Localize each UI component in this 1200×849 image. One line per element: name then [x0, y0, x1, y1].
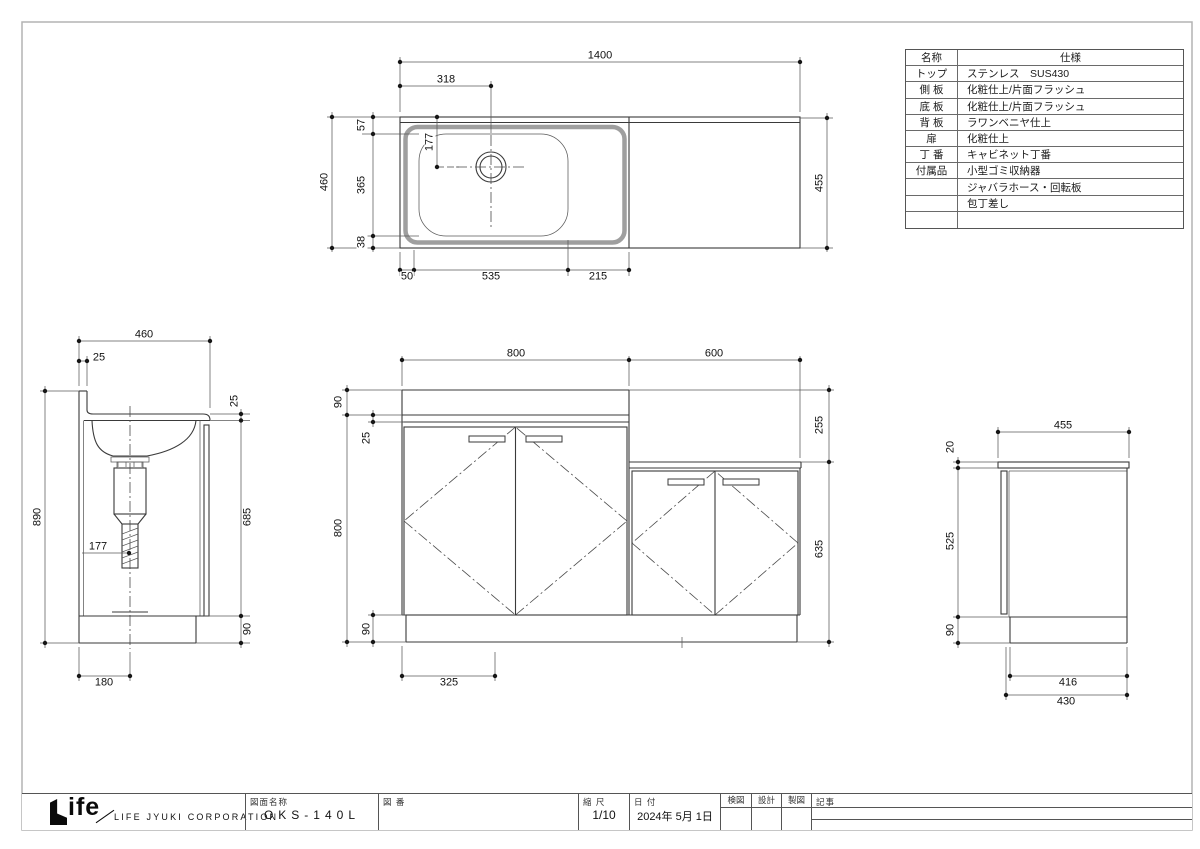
- dim-front-door-center: 325: [438, 676, 460, 689]
- spec-row-label: [906, 211, 958, 228]
- countertop-section: [997, 461, 1130, 469]
- dim-plan-overall-width: 1400: [586, 49, 614, 62]
- dim-front-right-drop: 255: [813, 414, 826, 436]
- door-handle: [468, 435, 506, 443]
- dim-front-counter-gap: 25: [360, 430, 373, 446]
- drawing-name-label: 図面名称: [250, 797, 289, 807]
- design-cell: 設計: [751, 794, 781, 830]
- spec-row-value: 包丁差し: [958, 196, 1183, 212]
- door-panel-section: [1000, 470, 1008, 615]
- drawing-name-cell: 図面名称 OKS-140L: [245, 794, 378, 830]
- dim-plan-right-depth: 455: [813, 172, 826, 194]
- spec-row-value: ラワンベニヤ仕上: [958, 115, 1183, 131]
- company-name: LIFE JYUKI CORPORATION: [114, 812, 279, 822]
- dim-front-left-width: 800: [505, 347, 527, 360]
- dim-plan-counter-depth: 460: [318, 171, 331, 193]
- spec-row-value: キャビネット丁番: [958, 147, 1183, 164]
- notes-rule: [812, 819, 1192, 820]
- dim-sideR-body-height: 525: [944, 530, 957, 552]
- draft-cell: 製図: [781, 794, 811, 830]
- spec-row-label: 丁 番: [906, 147, 958, 164]
- sink-rim: [403, 124, 627, 245]
- life-logo-icon: [50, 799, 67, 825]
- date-value: 2024年 5月 1日: [637, 811, 713, 823]
- drawing-no-cell: 図 番: [378, 794, 578, 830]
- spec-row-value: 小型ゴミ収納器: [958, 163, 1183, 180]
- dim-sideR-toe-height: 90: [944, 622, 957, 638]
- dim-plan-bowl-to-front: 38: [355, 234, 368, 250]
- dim-sideL-body-height: 685: [241, 506, 254, 528]
- door-handle: [722, 478, 760, 486]
- sink-bowl-section: [91, 420, 197, 457]
- spec-row-value: ジャバラホース・回転板: [958, 179, 1183, 196]
- dim-front-right-height: 635: [813, 538, 826, 560]
- check-cell: 検図: [720, 794, 751, 830]
- spec-row-label: 背 板: [906, 114, 958, 131]
- dim-sideL-backsplash: 25: [91, 351, 107, 364]
- notes-cell: 記事: [811, 794, 1192, 830]
- spec-row-label: 底 板: [906, 98, 958, 115]
- spec-header-name: 名称: [906, 50, 958, 67]
- dim-sideL-height: 890: [31, 506, 44, 528]
- design-label: 設計: [752, 794, 781, 808]
- title-block-logo-cell: ife LIFE JYUKI CORPORATION: [22, 793, 276, 830]
- dim-plan-left-margin: 50: [399, 270, 415, 283]
- dim-plan-drain-offset: 318: [435, 73, 457, 86]
- dim-front-cabinet-height: 800: [332, 517, 345, 539]
- side-left-view: [40, 336, 250, 681]
- dim-sideL-drain-offset: 180: [93, 676, 115, 689]
- spec-row-value: ステンレス SUS430: [958, 66, 1183, 83]
- dim-plan-back-to-bowl: 57: [355, 117, 368, 133]
- dim-plan-drain-from-back: 177: [423, 131, 436, 153]
- dim-sideR-counter-thk: 20: [944, 439, 957, 455]
- spec-row-label: 付属品: [906, 163, 958, 180]
- notes-label: 記事: [816, 797, 836, 807]
- notes-rule: [812, 807, 1192, 808]
- spec-row-value: 化粧仕上/片面フラッシュ: [958, 99, 1183, 115]
- spec-header-spec: 仕様: [958, 50, 1183, 67]
- dim-plan-bowl-to-divider: 215: [587, 270, 609, 283]
- sheet-border: [21, 21, 1193, 831]
- dim-sideL-toe-height: 90: [241, 621, 254, 637]
- spec-row-value: [958, 212, 1183, 228]
- drawing-name-value: OKS-140L: [263, 808, 361, 822]
- spec-table: 名称 仕様 トップ ステンレス SUS430 側 板 化粧仕上/片面フラッシュ …: [905, 49, 1184, 229]
- front-view: [342, 356, 834, 681]
- dim-front-toe-height: 90: [360, 621, 373, 637]
- dim-sideR-depth: 455: [1052, 419, 1074, 432]
- dim-front-right-width: 600: [703, 347, 725, 360]
- dim-sideL-drain-back: 177: [87, 540, 109, 553]
- door-panel-section: [203, 424, 210, 617]
- door-handle: [667, 478, 705, 486]
- title-block: ife LIFE JYUKI CORPORATION 図面名称 OKS-140L…: [22, 793, 1192, 830]
- scale-cell: 縮 尺 1/10: [578, 794, 629, 830]
- spec-row-label: [906, 179, 958, 196]
- scale-value: 1/10: [592, 808, 616, 822]
- door-handle: [525, 435, 563, 443]
- logo-text: ife: [68, 793, 101, 821]
- dim-sideR-toe-depth: 416: [1057, 676, 1079, 689]
- date-label: 日 付: [634, 797, 657, 807]
- dim-front-backsplash: 90: [332, 394, 345, 410]
- dim-sideL-depth: 460: [133, 328, 155, 341]
- spec-row-label: 側 板: [906, 82, 958, 99]
- plan-view: [327, 57, 833, 276]
- spec-row-label: トップ: [906, 66, 958, 83]
- dim-plan-bowl-depth: 365: [355, 174, 368, 196]
- spec-row-value: 化粧仕上: [958, 131, 1183, 148]
- scale-label: 縮 尺: [583, 797, 606, 807]
- dim-sideL-counter-thk: 25: [228, 393, 241, 409]
- spec-row-label: [906, 195, 958, 212]
- spec-row-value: 化粧仕上/片面フラッシュ: [958, 82, 1183, 99]
- draft-label: 製図: [782, 794, 811, 808]
- side-right-view: [953, 427, 1132, 700]
- check-label: 検図: [721, 794, 751, 808]
- drawing-no-label: 図 番: [383, 797, 406, 807]
- date-cell: 日 付 2024年 5月 1日: [629, 794, 720, 830]
- dim-plan-bowl-width: 535: [480, 270, 502, 283]
- sink-bowl: [418, 133, 569, 237]
- dim-sideR-body-depth: 430: [1055, 695, 1077, 708]
- spec-row-label: 扉: [906, 130, 958, 148]
